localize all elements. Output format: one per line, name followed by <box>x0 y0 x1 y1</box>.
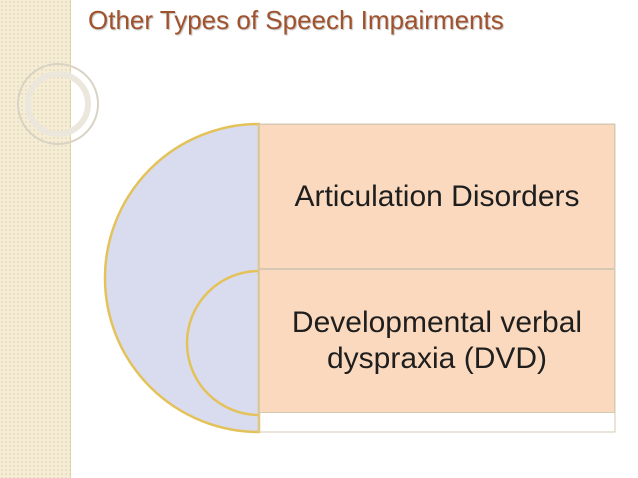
diagram-item-articulation-disorders: Articulation Disorders <box>259 124 615 269</box>
slide-title: Other Types of Speech Impairments <box>88 5 504 35</box>
diagram-item-developmental-verbal-dyspraxia: Developmental verbal dyspraxia (DVD) <box>259 269 615 413</box>
outer-half-circle <box>103 122 261 434</box>
diagram-item-label: Articulation Disorders <box>294 179 580 213</box>
inner-arc <box>185 269 260 417</box>
decorative-rings <box>17 63 99 145</box>
decorative-ring-inner <box>25 71 91 137</box>
decorative-sidebar-strip <box>0 0 71 478</box>
diagram-item-label: Developmental verbal dyspraxia (DVD) <box>291 306 583 375</box>
decorative-ring-outer <box>17 63 99 145</box>
